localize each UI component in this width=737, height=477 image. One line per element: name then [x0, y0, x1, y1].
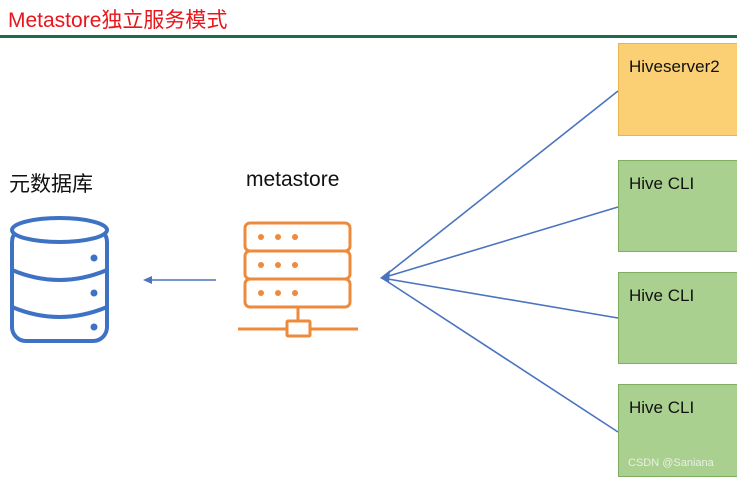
hive-cli-box-1: Hive CLI [618, 160, 737, 252]
connector-arrowhead [380, 270, 390, 283]
server-status-dots [258, 234, 298, 296]
metastore-to-db-arrow [143, 276, 216, 284]
watermark: CSDN @Saniana [628, 457, 714, 469]
client-connectors [381, 90, 619, 433]
database-icon [10, 216, 109, 343]
server-icon [238, 221, 358, 338]
header-divider [0, 35, 737, 38]
hive-cli-box-2: Hive CLI [618, 272, 737, 364]
page-title: Metastore独立服务模式 [8, 9, 228, 32]
metastore-label: metastore [246, 168, 340, 191]
hive-cli-box-3: Hive CLI [618, 384, 737, 477]
hiveserver2-box: Hiveserver2 [618, 43, 737, 136]
database-label: 元数据库 [9, 173, 93, 196]
